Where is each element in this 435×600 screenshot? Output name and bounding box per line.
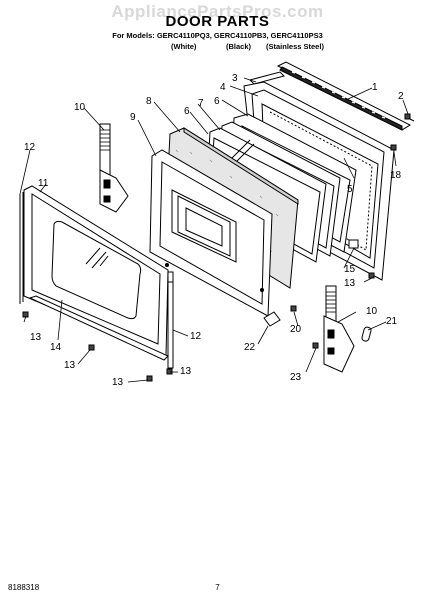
callout-18: 18: [390, 170, 402, 181]
plug-21: [361, 326, 372, 342]
vent-clip: [249, 71, 285, 85]
callout-15: 15: [344, 264, 356, 275]
callout-labels: 1 2 3 5 4 6 6 7 8 9 10 10 11 12 12 13 13…: [24, 73, 404, 388]
callout-2: 2: [398, 91, 404, 102]
callout-4: 4: [220, 82, 226, 93]
page-title: DOOR PARTS: [165, 13, 270, 30]
callout-13e: 13: [344, 278, 356, 289]
callout-3: 3: [232, 73, 238, 84]
callout-6b: 6: [184, 106, 190, 117]
callout-13b: 13: [64, 360, 76, 371]
variant-white: (White): [171, 42, 197, 51]
callout-10b: 10: [366, 306, 378, 317]
hinge-left: [99, 123, 129, 213]
bottom-trim: [28, 295, 169, 361]
callout-23: 23: [290, 372, 302, 383]
callout-10a: 10: [74, 102, 86, 113]
screw-2: [404, 113, 415, 122]
callout-14: 14: [50, 342, 62, 353]
screw-18: [390, 144, 397, 151]
callout-12a: 12: [24, 142, 36, 153]
variant-stainless: (Stainless Steel): [266, 42, 324, 51]
door-liner: [149, 149, 273, 317]
clip-22: [263, 311, 281, 327]
callout-13a: 13: [30, 332, 42, 343]
screw-20: [290, 305, 297, 312]
callout-8: 8: [146, 96, 152, 107]
hinge-right: [323, 285, 355, 373]
callout-5: 5: [347, 184, 353, 195]
callout-22: 22: [244, 342, 256, 353]
callout-6a: 6: [214, 96, 220, 107]
callout-12b: 12: [190, 331, 202, 342]
side-trim-left: [19, 192, 24, 304]
callout-11: 11: [38, 178, 49, 189]
callout-9: 9: [130, 112, 136, 123]
callout-13c: 13: [112, 377, 124, 388]
side-trim-right: [167, 271, 174, 369]
callout-20: 20: [290, 324, 302, 335]
leader-lines: [19, 77, 409, 383]
variant-black: (Black): [226, 42, 252, 51]
screw-23: [312, 342, 319, 349]
door-trim-strip: [276, 61, 412, 131]
watermark: AppliancePartsPros.com: [111, 2, 324, 21]
callout-1: 1: [372, 82, 378, 93]
callout-7: 7: [198, 98, 204, 109]
callout-13d: 13: [180, 366, 192, 377]
model-list: For Models: GERC4110PQ3, GERC4110PB3, GE…: [112, 31, 323, 40]
outer-door-panel: [23, 185, 169, 357]
bracket-15: [348, 239, 359, 249]
page-number: 7: [215, 583, 220, 592]
document-number: 8188318: [8, 583, 40, 592]
callout-21: 21: [386, 316, 398, 327]
